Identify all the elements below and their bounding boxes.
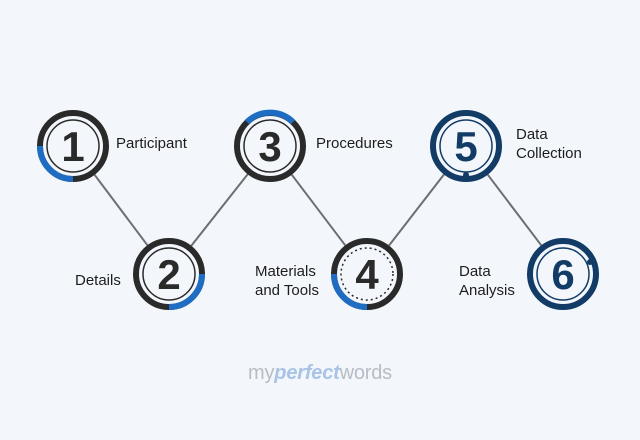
step-6-label: Data Analysis	[459, 263, 515, 299]
step-4-ring-accent	[331, 273, 368, 310]
step-6-number: 6	[551, 251, 574, 298]
step-2-inner-ring	[142, 247, 196, 301]
step-4-number: 4	[355, 251, 379, 298]
connector-2-3	[190, 173, 249, 247]
step-1-inner-ring	[46, 119, 100, 173]
connector-4-5	[388, 173, 445, 247]
step-6-inner-ring	[536, 247, 590, 301]
connector-5-6	[486, 174, 543, 246]
step-3-ring-accent	[244, 109, 296, 125]
step-2-number: 2	[157, 251, 180, 298]
step-6-dot	[587, 259, 593, 265]
logo-part-perfect: perfect	[274, 362, 340, 384]
connector-1-2	[93, 174, 149, 246]
step-5-number: 5	[454, 123, 477, 170]
step-3-inner-ring	[243, 119, 297, 173]
logo-part-words: words	[339, 362, 393, 384]
logo-part-my: my	[248, 362, 275, 384]
step-5-label: Data Collection	[516, 126, 582, 162]
brand-logo: myperfectwords	[0, 362, 640, 385]
connector-3-4	[290, 174, 347, 246]
step-1-number: 1	[61, 123, 84, 170]
step-2-label: Details	[75, 272, 121, 289]
step-4-inner-ring	[340, 247, 394, 301]
step-1-badge: 1	[37, 110, 109, 182]
step-5-badge: 5	[430, 110, 502, 182]
step-6-badge: 6	[527, 238, 599, 310]
step-3-label: Procedures	[316, 135, 393, 152]
step-5-ring	[430, 110, 502, 182]
step-6-ring	[527, 238, 599, 310]
step-2-badge: 2	[133, 238, 205, 310]
step-1-label: Participant	[116, 135, 187, 152]
step-4-label: Materials and Tools	[255, 263, 319, 299]
step-1-ring-accent	[37, 145, 74, 182]
step-5-dot	[463, 172, 469, 178]
step-4-badge: 4	[331, 238, 403, 310]
step-2-ring-accent	[168, 273, 205, 310]
step-3-badge: 3	[234, 109, 306, 182]
step-3-number: 3	[258, 123, 281, 170]
connector-lines	[93, 173, 543, 247]
